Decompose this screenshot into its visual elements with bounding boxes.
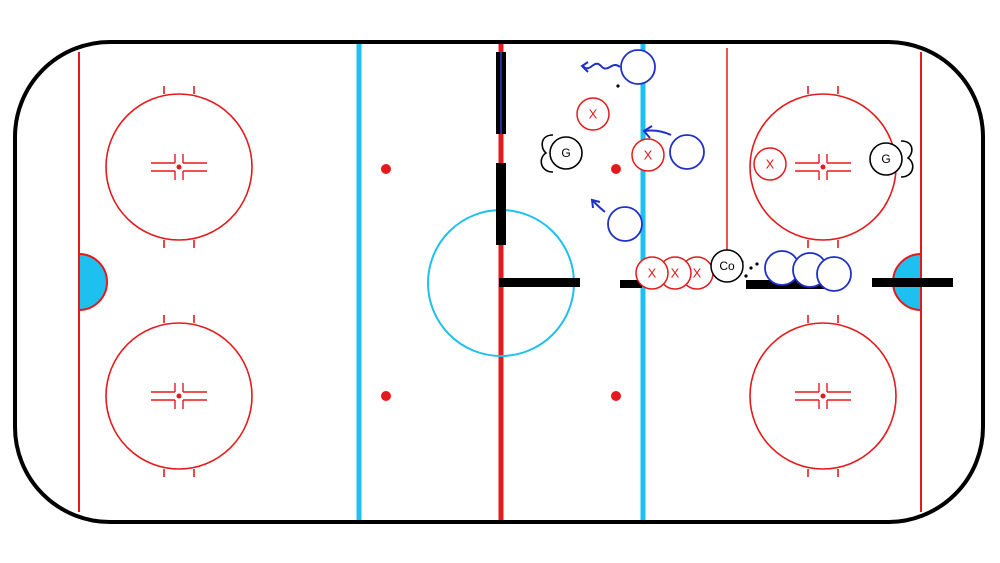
goalie-left: G (540, 134, 583, 173)
svg-text:Co: Co (719, 259, 735, 273)
svg-text:X: X (648, 265, 657, 280)
svg-text:X: X (589, 106, 598, 121)
barrier-horizontal (620, 280, 642, 288)
goalie-right: G (869, 140, 914, 178)
puck-dot (755, 262, 759, 266)
svg-text:X: X (693, 265, 702, 280)
arrow-head (642, 125, 653, 139)
x-player: X (576, 97, 610, 131)
neutral-zone-dot (611, 391, 621, 401)
svg-text:X: X (671, 265, 680, 280)
blue-player (816, 256, 852, 292)
neutral-zone-dot (381, 164, 391, 174)
x-player: X (631, 138, 665, 172)
faceoff-circle (749, 322, 897, 470)
barrier-vertical (496, 163, 506, 245)
faceoff-circle (105, 322, 253, 470)
puck-dot (749, 266, 753, 270)
svg-text:G: G (561, 146, 570, 160)
x-player: X (635, 256, 669, 290)
x-player: X (658, 256, 692, 290)
blue-player (669, 134, 705, 170)
arrow-head (590, 198, 601, 209)
faceoff-dot (820, 164, 826, 170)
puck-dot (744, 274, 748, 278)
svg-text:X: X (644, 147, 653, 162)
coach: Co (710, 249, 744, 283)
blue-player (620, 49, 656, 85)
faceoff-circle (105, 93, 253, 241)
faceoff-dot (176, 164, 182, 170)
skate-arrow (644, 129, 672, 136)
movement-marks (580, 61, 672, 213)
faceoff-dot (176, 393, 182, 399)
barrier-horizontal (872, 278, 953, 287)
x-player: X (753, 147, 787, 181)
blue-players (607, 49, 852, 292)
svg-text:X: X (766, 156, 775, 171)
neutral-zone-dot (611, 164, 621, 174)
neutral-zone-dot (381, 391, 391, 401)
stickhandle-squiggle (582, 62, 621, 70)
left-goal-crease (78, 252, 108, 312)
puck-dot (616, 84, 620, 88)
blue-player (607, 206, 643, 242)
arrow-head (580, 61, 589, 73)
faceoff-circles (105, 86, 897, 477)
svg-text:G: G (881, 152, 890, 166)
faceoff-dot (820, 393, 826, 399)
skate-arrow (592, 200, 606, 213)
barrier-horizontal (499, 278, 580, 287)
